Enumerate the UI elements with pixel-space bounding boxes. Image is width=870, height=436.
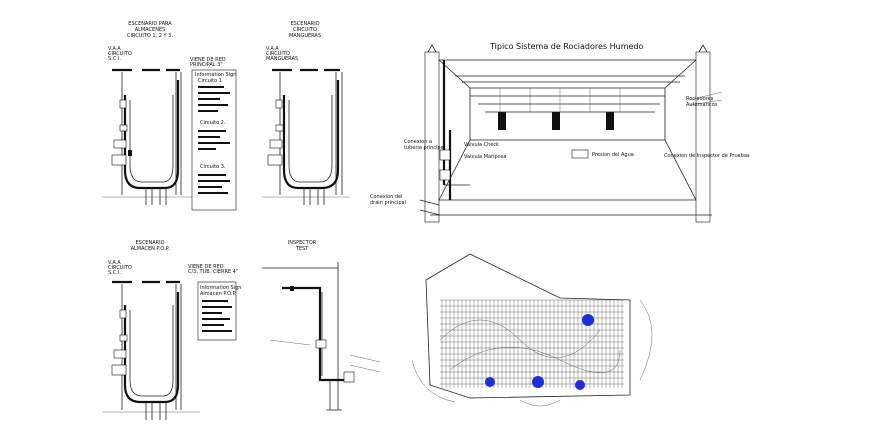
detail-c-sign-header-2: Almacen P.O.P. [200,291,237,297]
section-bypass-valve-label: Valvula Mariposa [464,154,506,160]
detail-a-sign-header-2: Circuito 1 [198,78,222,84]
section-drain-label-2: drain principal [370,200,406,206]
section-connection-label-2: tuberia principal [404,145,445,151]
detail-b-title-3: MANGUERAS [289,33,321,39]
site-plan-grid [440,299,624,388]
wet-sprinkler-section-diagram: Tipico Sistema de Rociadores Humedo Roci… [370,42,750,223]
detail-b-side-2: CIRCUITO [266,51,290,57]
detail-a-title-1: ESCENARIO PARA [128,21,172,27]
detail-c-valve-1: VIENE DE RED [188,264,224,270]
detail-a-side-3: S.C.I. [108,56,121,62]
detail-c-side-1: V.A.A [108,260,121,266]
detail-b-side-3: MANGUERAS [266,56,298,62]
section-connection-label-1: Conexion a [404,139,432,145]
detail-c-side-3: S.C.I. [108,270,121,276]
detail-a-sign-circuit3: Circuito 3. [200,164,226,170]
section-inspector-label: Conexion de Inspector de Pruebas [664,153,750,159]
section-drain-label-1: Conexion del [370,194,403,200]
detail-a-sign-header-1: Information Sign [195,72,236,78]
detail-b-hose-circuit-diagram: ESCENARIO CIRCUITO MANGUERAS V.A.A CIRCU… [262,21,350,205]
detail-a-title-2: ALMACENES [135,27,166,33]
section-check-valve-label: Valvula Check [464,142,499,148]
detail-d-inspector-test-diagram: INSPECTOR TEST [262,240,381,411]
section-pressure-label: Presion del Agua [592,152,634,158]
detail-c-sign-header-1: Information Sign [200,285,241,291]
detail-b-side-1: V.A.A [266,46,279,52]
detail-c-pop-warehouse-diagram: ESCENARIO ALMACEN P.O.P. V.A.A CIRCUITO … [102,240,241,420]
detail-b-title-1: ESCENARIO [290,21,319,27]
detail-a-side-1: V.A.A [108,46,121,52]
section-sprinklers-label-1: Rociadores [686,96,714,102]
detail-a-side-2: CIRCUITO [108,51,132,57]
site-plan-marker-3 [532,376,544,388]
section-sprinklers-label-2: Automaticos [686,102,718,108]
detail-a-valve-1: VIENE DE RED [190,57,226,63]
site-plan-marker-2 [485,377,495,387]
site-plan-drawing [411,253,653,407]
site-plan-marker-1 [582,314,594,326]
detail-d-title-1: INSPECTOR [288,240,317,246]
detail-a-title-3: CIRCUITO 1, 2 Y 3. [127,33,173,39]
detail-a-riser-diagram: ESCENARIO PARA ALMACENES CIRCUITO 1, 2 Y… [102,21,236,211]
detail-c-valve-2: C/3, TUB. CIERRE 4" [188,269,238,275]
section-title: Tipico Sistema de Rociadores Humedo [489,42,644,51]
detail-a-sign-circuit2: Circuito 2. [200,120,226,126]
detail-d-title-2: TEST [295,246,309,252]
detail-c-title-2: ALMACEN P.O.P. [131,246,170,252]
site-plan-marker-4 [575,380,585,390]
detail-c-side-2: CIRCUITO [108,265,132,271]
detail-b-title-2: CIRCUITO [293,27,317,33]
detail-a-valve-2: PRINCIPAL 3" [190,62,223,68]
detail-c-title-1: ESCENARIO [135,240,164,246]
